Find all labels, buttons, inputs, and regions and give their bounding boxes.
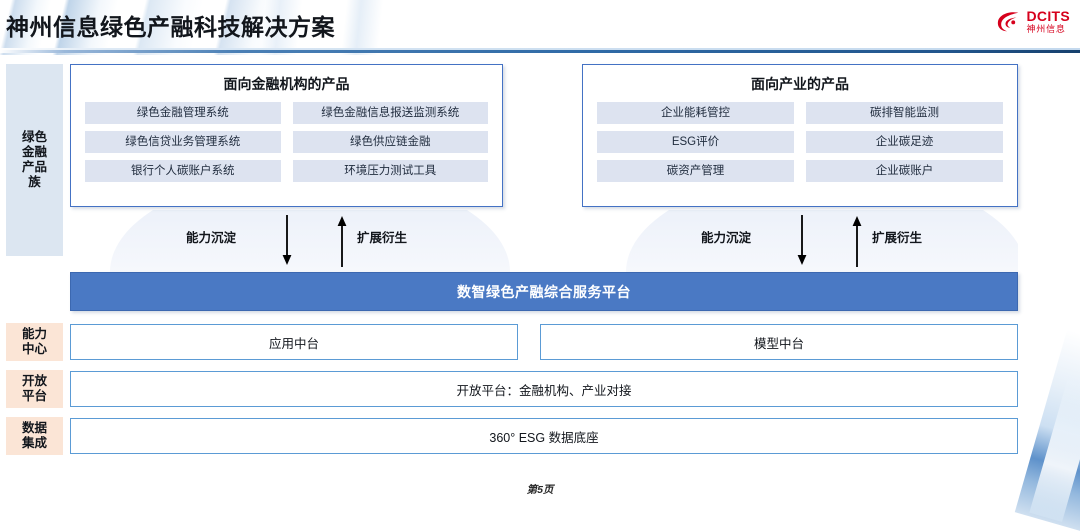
box-data-foundation[interactable]: 360° ESG 数据底座 [70,418,1018,454]
sidebar-item-capability-center[interactable]: 能力 中心 [6,323,63,361]
brand-logo: DCITS 神州信息 [996,9,1071,34]
arrow-up-icon [337,216,347,267]
product-chip[interactable]: 碳资产管理 [597,160,794,182]
flow-label-capability-precipitation: 能力沉淀 [701,231,752,245]
page-title: 神州信息绿色产融科技解决方案 [6,14,335,40]
arrow-down-icon [797,215,807,265]
sidebar-label-text: 数据 集成 [21,420,47,450]
slide-body: 绿色 金融 产品 族 能力 中心 开放 平台 数据 集成 面向金融机构的产品 绿… [0,55,1080,532]
box-label: 应用中台 [268,336,319,351]
panel-title: 面向金融机构的产品 [223,76,350,92]
panel-item-grid: 绿色金融管理系统 绿色金融信息报送监测系统 绿色信贷业务管理系统 绿色供应链金融… [71,102,502,192]
flow-group-right: 能力沉淀 扩展衍生 [685,213,975,271]
product-chip[interactable]: 绿色信贷业务管理系统 [85,131,281,153]
box-label: 模型中台 [753,336,804,351]
product-chip[interactable]: 绿色金融管理系统 [85,102,281,124]
header-rule-highlight [0,48,1080,50]
panel-item-grid: 企业能耗管控 碳排智能监测 ESG评价 企业碳足迹 碳资产管理 企业碳账户 [583,102,1017,192]
platform-bar-label: 数智绿色产融综合服务平台 [457,283,631,300]
panel-financial-institution-products: 面向金融机构的产品 绿色金融管理系统 绿色金融信息报送监测系统 绿色信贷业务管理… [70,64,503,207]
corner-ribbon-decoration-light [1029,368,1080,522]
product-chip[interactable]: 绿色供应链金融 [292,131,488,153]
product-chip[interactable]: ESG评价 [597,131,794,153]
arrow-up-icon [852,216,862,267]
sidebar-label-text: 开放 平台 [21,373,47,403]
product-chip[interactable]: 环境压力测试工具 [292,160,488,182]
product-chip[interactable]: 企业能耗管控 [597,102,794,124]
flow-label-expansion-derivation: 扩展衍生 [872,231,923,245]
arrow-down-icon [282,215,292,265]
slide-header: 神州信息绿色产融科技解决方案 DCITS 神州信息 [0,0,1080,55]
product-chip[interactable]: 银行个人碳账户系统 [85,160,281,182]
box-model-middle-platform[interactable]: 模型中台 [540,324,1018,360]
product-chip[interactable]: 企业碳足迹 [806,131,1003,153]
swoosh-icon [997,11,1018,31]
header-rule [0,50,1080,53]
page-number: 第5页 [526,484,554,496]
box-label: 360° ESG 数据底座 [489,430,599,445]
sidebar-item-open-platform[interactable]: 开放 平台 [6,370,63,408]
flow-group-left: 能力沉淀 扩展衍生 [170,213,460,271]
box-app-middle-platform[interactable]: 应用中台 [70,324,518,360]
logo-text: DCITS 神州信息 [1027,9,1071,34]
box-open-platform[interactable]: 开放平台：金融机构、产业对接 [70,371,1018,407]
sidebar-item-data-integration[interactable]: 数据 集成 [6,417,63,455]
logo-subtitle: 神州信息 [1026,24,1066,34]
panel-title: 面向产业的产品 [751,76,849,92]
flow-label-capability-precipitation: 能力沉淀 [186,231,237,245]
flow-label-expansion-derivation: 扩展衍生 [357,231,408,245]
product-chip[interactable]: 碳排智能监测 [806,102,1003,124]
sidebar-label-text: 绿色 金融 产品 族 [21,129,47,190]
product-chip[interactable]: 绿色金融信息报送监测系统 [292,102,488,124]
product-chip[interactable]: 企业碳账户 [806,160,1003,182]
platform-bar[interactable]: 数智绿色产融综合服务平台 [70,272,1018,311]
sidebar-label-text: 能力 中心 [21,326,47,356]
logo-name: DCITS [1026,8,1070,24]
sidebar-item-green-finance-family[interactable]: 绿色 金融 产品 族 [6,64,63,256]
box-label: 开放平台：金融机构、产业对接 [456,383,632,398]
panel-industry-products: 面向产业的产品 企业能耗管控 碳排智能监测 ESG评价 企业碳足迹 碳资产管理 … [582,64,1018,207]
